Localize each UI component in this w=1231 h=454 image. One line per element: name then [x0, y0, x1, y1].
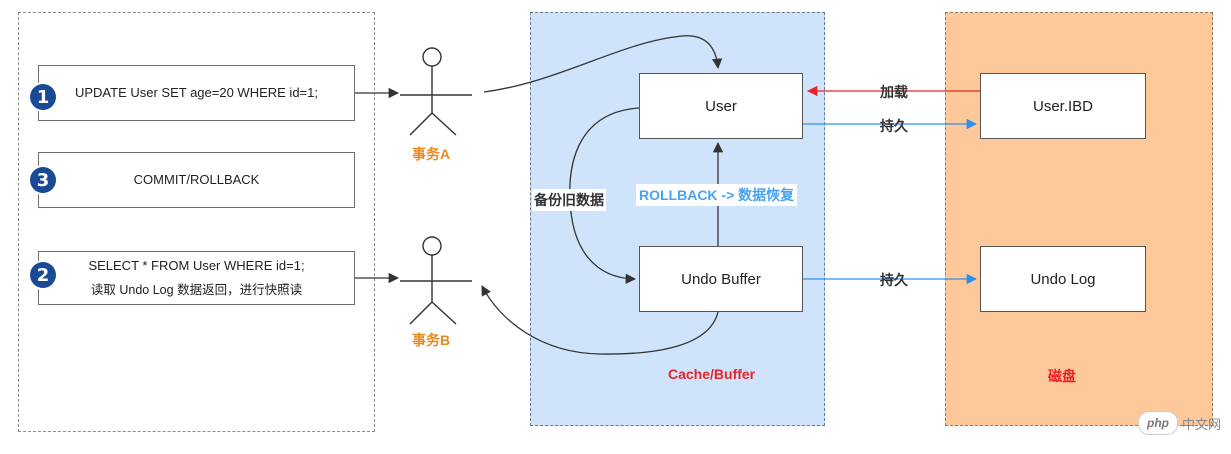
sql-select-note: 读取 Undo Log 数据返回，进行快照读: [90, 283, 303, 297]
arrow-undo-to-actor-b: [481, 285, 719, 355]
sql-select-text: SELECT * FROM User WHERE id=1;: [88, 258, 305, 273]
sql-box-update: UPDATE User SET age=20 WHERE id=1;: [38, 65, 355, 121]
sql-box-commit: COMMIT/ROLLBACK: [38, 152, 355, 208]
sql-update-text: UPDATE User SET age=20 WHERE id=1;: [74, 85, 318, 100]
sql-box-select: SELECT * FROM User WHERE id=1; 读取 Undo L…: [38, 251, 355, 305]
node-undo-log: Undo Log: [980, 246, 1146, 312]
node-user: User: [639, 73, 803, 139]
edge-label-persist-undo: 持久: [880, 272, 908, 288]
actor-a-icon: [400, 47, 472, 136]
node-undo-buffer: Undo Buffer: [639, 246, 803, 312]
actor-a-label: 事务A: [412, 146, 451, 162]
arrow-actor-a-to-user: [483, 35, 723, 93]
edge-label-persist-user: 持久: [880, 118, 908, 134]
edge-label-rollback: ROLLBACK -> 数据恢复: [636, 184, 798, 206]
sql-panel: [18, 12, 375, 432]
step-badge-3: 3: [30, 167, 56, 193]
region-label-disk: 磁盘: [1048, 368, 1076, 384]
region-label-cache: Cache/Buffer: [668, 366, 756, 382]
watermark-text: 中文网: [1182, 417, 1222, 433]
node-user-ibd: User.IBD: [980, 73, 1146, 139]
edge-label-load: 加载: [880, 84, 908, 100]
sql-commit-text: COMMIT/ROLLBACK: [133, 172, 260, 187]
step-badge-1: 1: [30, 84, 56, 110]
php-logo-icon: php: [1138, 411, 1178, 435]
step-badge-2: 2: [30, 262, 56, 288]
watermark: php 中文网: [1138, 410, 1221, 436]
actor-b-label: 事务B: [412, 332, 451, 348]
actor-b-icon: [400, 236, 472, 325]
edge-label-backup: 备份旧数据: [532, 189, 606, 211]
